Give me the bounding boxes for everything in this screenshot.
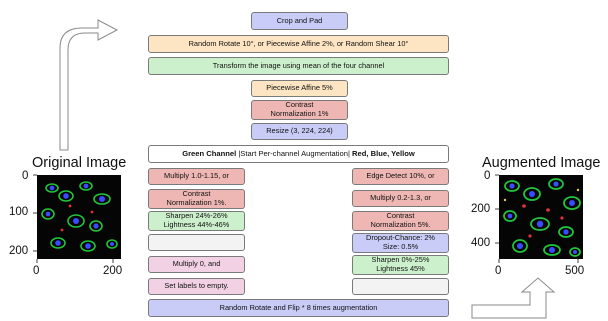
green-sharpen-line1: Sharpen 24%-26%	[165, 211, 228, 221]
original-x-tick-0: 0	[33, 265, 40, 277]
augmented-y-tick-0: 0	[484, 170, 491, 182]
rby-dropout-line2: Size: 0.5%	[382, 242, 419, 251]
rby-dropout-line1: Dropout-Chance: 2%	[365, 233, 436, 243]
rby-contrast-box: Contrast Normalization 5%.	[352, 211, 449, 231]
original-cell-cluster	[41, 181, 118, 252]
rby-edge-detect-label: Edge Detect 10%, or	[366, 171, 435, 181]
rby-multiply-box: Multiply 0.2-1.3, or	[352, 190, 449, 207]
resize-label: Resize (3, 224, 224)	[266, 126, 333, 136]
original-nuclei	[45, 183, 114, 249]
rby-contrast-line1: Contrast	[386, 211, 415, 221]
resize-box: Resize (3, 224, 224)	[251, 123, 348, 140]
green-multiply-label: Multiply 1.0-1.15, or	[164, 171, 229, 181]
affine-step-box: Random Rotate 10°, or Piecewise Affine 2…	[148, 35, 449, 53]
piecewise-affine-label: Piecewise Affine 5%	[266, 83, 333, 93]
green-contrast-box: Contrast Normalization 1%.	[148, 189, 245, 209]
rby-multiply-label: Multiply 0.2-1.3, or	[370, 193, 431, 203]
contrast-norm-box: Contrast Normalization 1%	[251, 100, 348, 120]
channel-middle-label: |Start Per-channel Augmentation|	[238, 149, 350, 159]
original-y-tick-0: 0	[22, 170, 29, 182]
crop-pad-label: Crop and Pad	[276, 15, 323, 25]
affine-step-label: Random Rotate 10°, or Piecewise Affine 2…	[188, 38, 409, 48]
green-empty-box	[148, 234, 245, 251]
green-sharpen-line2: Lightness 44%-46%	[163, 220, 230, 229]
augmented-x-tick-500: 500	[565, 265, 585, 277]
original-y-tick-100: 100	[9, 206, 29, 218]
contrast-norm-line1: Contrast	[285, 100, 314, 110]
transform-step-box: Transform the image using mean of the fo…	[148, 57, 449, 75]
bent-arrow-up-right-icon	[59, 19, 119, 151]
green-multiply-zero-box: Multiply 0, and	[148, 256, 245, 273]
green-set-labels-label: Set labels to empty.	[164, 281, 229, 291]
original-x-tick-200: 200	[103, 265, 123, 277]
augmented-image-title: Augmented Image	[482, 155, 601, 171]
crop-pad-box: Crop and Pad	[251, 12, 348, 30]
rby-dropout-box: Dropout-Chance: 2% Size: 0.5%	[352, 233, 449, 253]
original-y-tick-200: 200	[9, 245, 29, 257]
green-contrast-line1: Contrast	[182, 189, 211, 199]
green-multiply-zero-label: Multiply 0, and	[172, 259, 221, 269]
rby-contrast-line2: Normalization 5%.	[370, 220, 431, 229]
rby-sharpen-line2: Lightness 45%	[376, 264, 425, 273]
original-image-title: Original Image	[32, 155, 127, 171]
green-channel-label: Green Channel	[182, 149, 237, 159]
contrast-norm-line2: Normalization 1%	[270, 109, 329, 118]
rby-edge-detect-box: Edge Detect 10%, or	[352, 168, 449, 185]
green-contrast-line2: Normalization 1%.	[166, 198, 227, 207]
rby-empty-box	[352, 278, 449, 295]
transform-step-label: Transform the image using mean of the fo…	[212, 60, 385, 70]
augmented-x-tick-0: 0	[495, 265, 502, 277]
channel-header-box: Green Channel |Start Per-channel Augment…	[148, 145, 449, 163]
rby-sharpen-box: Sharpen 0%-25% Lightness 45%	[352, 255, 449, 275]
rby-channel-label: Red, Blue, Yellow	[352, 149, 415, 159]
final-step-label: Random Rotate and Flip * 8 times augment…	[219, 302, 378, 312]
green-sharpen-box: Sharpen 24%-26% Lightness 44%-46%	[148, 211, 245, 231]
green-multiply-box: Multiply 1.0-1.15, or	[148, 168, 245, 185]
final-step-box: Random Rotate and Flip * 8 times augment…	[148, 299, 449, 317]
augmented-y-tick-400: 400	[471, 237, 491, 249]
piecewise-affine-box: Piecewise Affine 5%	[251, 80, 348, 97]
bent-arrow-bottom-right-icon	[471, 277, 556, 319]
rby-sharpen-line1: Sharpen 0%-25%	[371, 255, 430, 265]
green-set-labels-box: Set labels to empty.	[148, 278, 245, 295]
augmented-y-tick-200: 200	[471, 203, 491, 215]
